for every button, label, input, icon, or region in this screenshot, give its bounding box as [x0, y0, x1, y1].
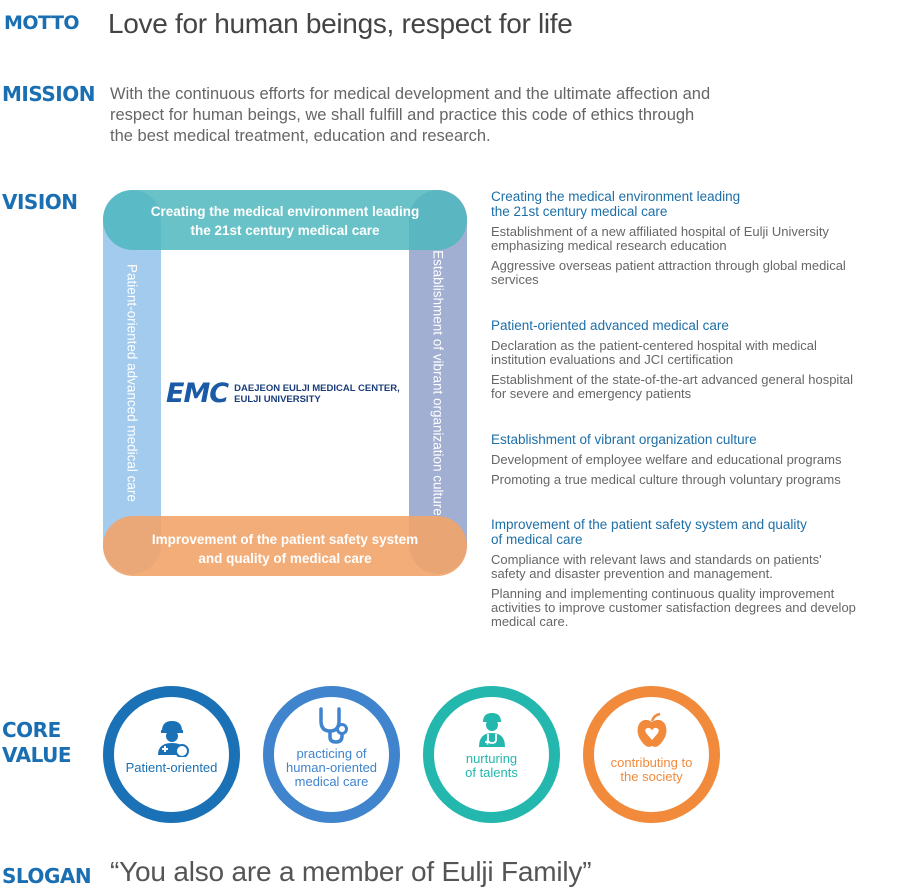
frame-right-text: Establishment of vibrant organization cu…: [430, 250, 446, 516]
apple-heart-icon: [637, 712, 666, 747]
vision-item: Establishment of a new affiliated hospit…: [491, 224, 829, 253]
vision-group-title: Establishment of vibrant organization cu…: [491, 432, 757, 447]
vision-label: VISION: [2, 190, 78, 214]
vision-group: Establishment of vibrant organization cu…: [491, 432, 900, 487]
vision-group-title: Improvement of the patient safety system…: [491, 517, 807, 547]
vision-item: Planning and implementing continuous qua…: [491, 586, 856, 629]
patient-icon: [157, 721, 189, 757]
mission-label: MISSION: [2, 82, 95, 106]
doctor-icon: [478, 713, 505, 747]
core-value-text: contributing to the society: [610, 755, 693, 784]
core-value-human-oriented: practicing of human-oriented medical car…: [263, 686, 400, 823]
core-value-label: CORE VALUE: [2, 718, 72, 767]
frame-bar-bottom: [103, 516, 467, 576]
frame-left-text: Patient-oriented advanced medical care: [124, 264, 140, 502]
vision-group: Creating the medical environment leading…: [491, 189, 900, 287]
frame-top-text: Creating the medical environment leading…: [150, 204, 420, 238]
vision-group-title: Creating the medical environment leading…: [491, 189, 741, 219]
slogan-text: “You also are a member of Eulji Family”: [110, 856, 592, 887]
core-value-text: Patient-oriented: [125, 760, 218, 775]
vision-item: Establishment of the state-of-the-art ad…: [491, 372, 854, 401]
motto-text: Love for human beings, respect for life: [108, 8, 573, 39]
core-value-text: practicing of human-oriented medical car…: [285, 746, 378, 789]
stethoscope-icon: [318, 707, 348, 744]
mission-line: respect for human beings, we shall fulfi…: [110, 106, 695, 124]
vision-frame: Creating the medical environment leading…: [103, 190, 467, 576]
vision-group-title: Patient-oriented advanced medical care: [491, 318, 729, 333]
vision-item: Compliance with relevant laws and standa…: [491, 552, 822, 581]
vision-item: Promoting a true medical culture through…: [491, 472, 841, 487]
vision-item: Declaration as the patient-centered hosp…: [491, 338, 817, 367]
frame-bottom-text: Improvement of the patient safety system…: [151, 532, 419, 566]
mission-line: the best medical treatment, education an…: [110, 127, 491, 145]
core-value-contributing-society: contributing to the society: [583, 686, 720, 823]
logo-text: DAEJEON EULJI MEDICAL CENTER, EULJI UNIV…: [234, 382, 400, 405]
core-value-patient-oriented: Patient-oriented: [103, 686, 240, 823]
slogan-label: SLOGAN: [2, 864, 92, 888]
motto-label: MOTTO: [4, 12, 80, 34]
vision-group: Patient-oriented advanced medical care D…: [491, 318, 900, 401]
core-value-text: nurturing of talents: [465, 751, 518, 780]
mission-text: With the continuous efforts for medical …: [110, 84, 840, 147]
frame-bar-top: [103, 190, 467, 250]
vision-item: Development of employee welfare and educ…: [491, 452, 842, 467]
emc-logo: EMC DAEJEON EULJI MEDICAL CENTER, EULJI …: [166, 378, 400, 409]
mission-line: With the continuous efforts for medical …: [110, 85, 711, 103]
frame-bar-right: [409, 190, 467, 574]
frame-bar-left: [103, 190, 161, 574]
vision-item: Aggressive overseas patient attraction t…: [491, 258, 846, 287]
logo-mark: EMC: [166, 378, 229, 409]
vision-group: Improvement of the patient safety system…: [491, 517, 900, 629]
core-value-nurturing-talents: nurturing of talents: [423, 686, 560, 823]
